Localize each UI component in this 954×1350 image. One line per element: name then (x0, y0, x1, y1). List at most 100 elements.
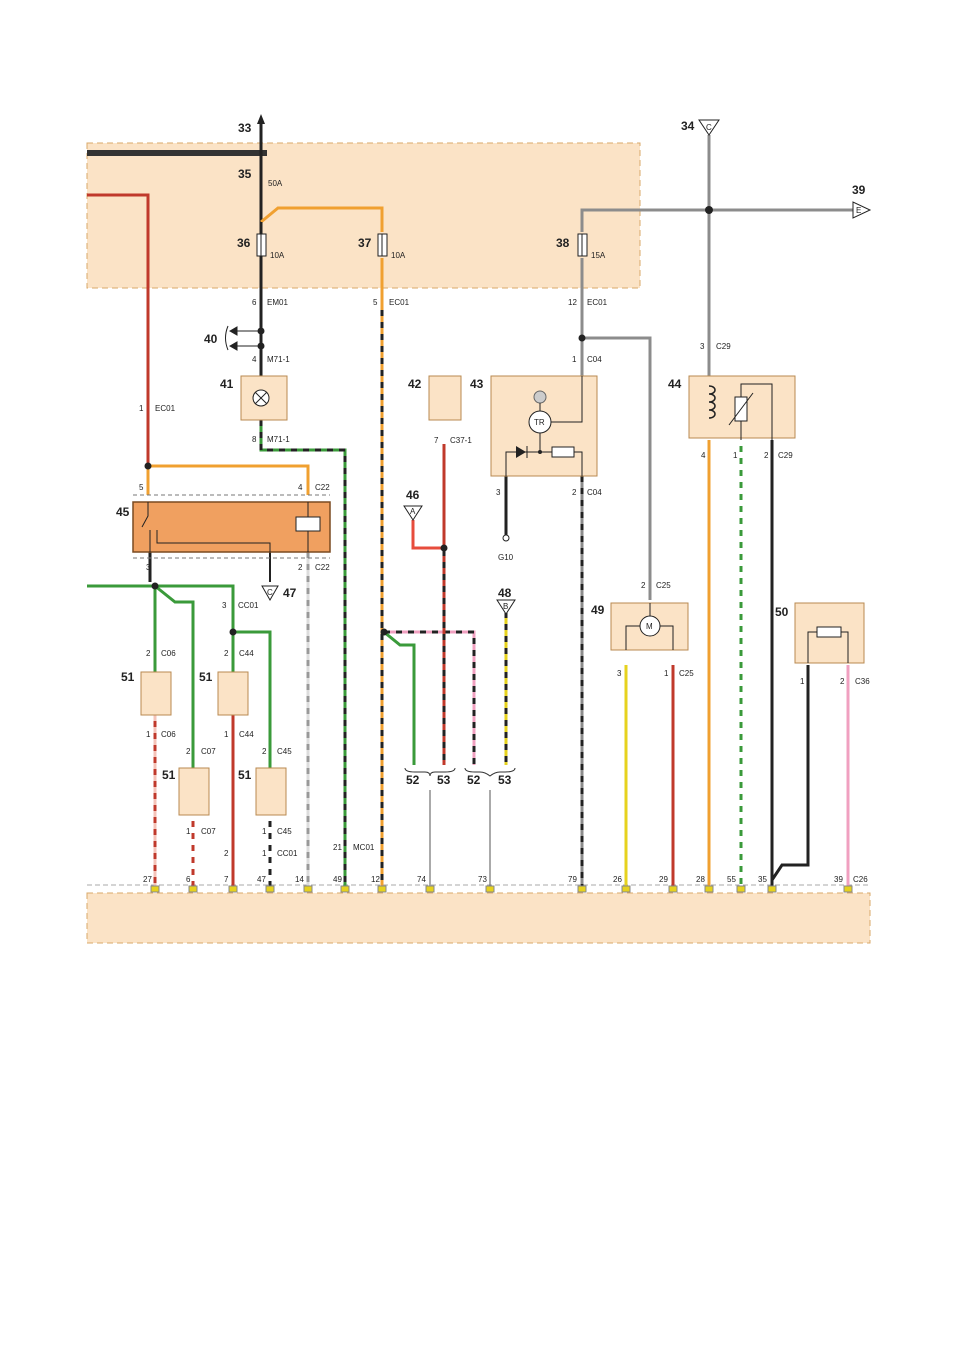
bottom-pin: 49 (333, 875, 342, 884)
ground-g10-label: G10 (498, 553, 514, 562)
connector-c22: C22 (315, 563, 330, 572)
pin-label: 2 (146, 649, 151, 658)
connector-em01: EM01 (267, 298, 288, 307)
pin-label: 2 (764, 451, 769, 460)
triangle-47-icon (261, 585, 279, 602)
connector-c04: C04 (587, 355, 602, 364)
connector-c44: C44 (239, 730, 254, 739)
junction-dot (144, 462, 152, 470)
triangle-48-icon (496, 599, 516, 615)
connector-c25: C25 (656, 581, 671, 590)
bottom-pin: 6 (186, 875, 191, 884)
callout-41: 41 (220, 377, 234, 391)
wire-green-51c (154, 584, 195, 768)
pin-label: 21 (333, 843, 342, 852)
callout-49: 49 (591, 603, 605, 617)
pin-label: 1 (146, 730, 151, 739)
bottom-connector-bar (86, 884, 871, 944)
component-41-lamp (240, 375, 288, 421)
connector-ec01: EC01 (587, 298, 608, 307)
pin-label: 8 (252, 435, 257, 444)
triangle-34-letter: C (706, 123, 712, 132)
component-49-motor (610, 602, 689, 651)
connector-c29: C29 (716, 342, 731, 351)
connector-c37-1: C37-1 (450, 436, 472, 445)
connector-ec01: EC01 (155, 404, 176, 413)
fuse-35-rating: 50A (268, 179, 283, 188)
callout-52-b: 52 (467, 773, 481, 787)
callout-39: 39 (852, 183, 866, 197)
triangle-46-letter: A (410, 507, 416, 516)
motor-m-label: M (646, 622, 653, 631)
callout-44: 44 (668, 377, 682, 391)
wire-gray-39 (580, 208, 855, 232)
junction-dot (229, 628, 237, 636)
pin-label: 2 (224, 649, 229, 658)
callout-36: 36 (237, 236, 251, 250)
component-51-b (217, 671, 249, 716)
pin-label: 2 (186, 747, 191, 756)
relay-tr-label: TR (534, 418, 545, 427)
pin-label: 5 (373, 298, 378, 307)
pin-label: 3 (700, 342, 705, 351)
fuses (256, 233, 588, 257)
pin-label: 1 (733, 451, 738, 460)
pin-label: 3 (496, 488, 501, 497)
bottom-pin: 79 (568, 875, 577, 884)
component-51-c (178, 767, 210, 816)
connector-c06: C06 (161, 649, 176, 658)
pin-label: 2 (641, 581, 646, 590)
pin-label: 1 (664, 669, 669, 678)
connector-ec01: EC01 (389, 298, 410, 307)
fuse-37-rating: 10A (391, 251, 406, 260)
wire-41-black-stripe (259, 420, 347, 888)
callout-45: 45 (116, 505, 130, 519)
callout-40: 40 (204, 332, 218, 346)
callout-52-a: 52 (406, 773, 420, 787)
callout-37: 37 (358, 236, 372, 250)
connector-c29: C29 (778, 451, 793, 460)
component-42 (428, 375, 462, 421)
ground-g10 (502, 534, 510, 542)
pin-label: 4 (701, 451, 706, 460)
pin-label: 6 (252, 298, 257, 307)
pin-label: 1 (572, 355, 577, 364)
wire-green-52 (383, 630, 416, 765)
pin-label: 7 (434, 436, 439, 445)
junction-dot (705, 206, 713, 214)
pin-label: 1 (262, 849, 267, 858)
bottom-pin: 35 (758, 875, 767, 884)
wire-orange-45-4 (148, 464, 310, 495)
pin-label: 4 (252, 355, 257, 364)
bottom-pin: 74 (417, 875, 426, 884)
connector-c04: C04 (587, 488, 602, 497)
junction-dot (578, 334, 586, 342)
bottom-pin: 27 (143, 875, 152, 884)
pin-label: 12 (568, 298, 577, 307)
pin-label: 1 (262, 827, 267, 836)
connector-c45: C45 (277, 827, 292, 836)
wire-green-51d (233, 630, 272, 768)
bottom-pin: 47 (257, 875, 266, 884)
fuse-36-rating: 10A (270, 251, 285, 260)
connector-c22: C22 (315, 483, 330, 492)
bottom-pin-tabs (150, 885, 853, 893)
wire-gray-49 (582, 336, 652, 600)
pin-label: 4 (298, 483, 303, 492)
triangle-34-icon (698, 119, 720, 136)
callout-50: 50 (775, 605, 789, 619)
wire-red-ec01 (87, 193, 150, 466)
connector-c45: C45 (277, 747, 292, 756)
bottom-pin: 29 (659, 875, 668, 884)
component-44-sensor (688, 375, 796, 440)
connector-m71-1: M71-1 (267, 355, 290, 364)
component-51-a (140, 671, 172, 716)
bottom-pin: 39 (834, 875, 843, 884)
bottom-pin: 28 (696, 875, 705, 884)
bottom-pin: 14 (295, 875, 304, 884)
callout-53-b: 53 (498, 773, 512, 787)
pin-label: 2 (224, 849, 229, 858)
triangle-39-letter: E (856, 206, 861, 215)
callout-53-a: 53 (437, 773, 451, 787)
